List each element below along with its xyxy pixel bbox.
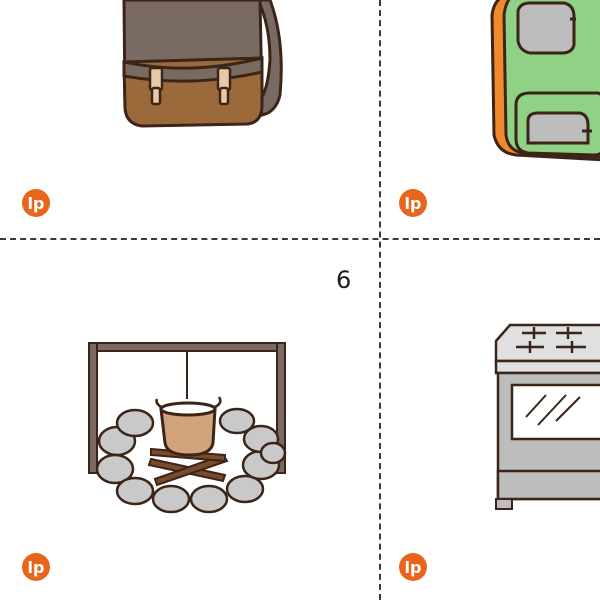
horizontal-cut-line — [0, 238, 600, 240]
svg-text:lp: lp — [28, 558, 45, 577]
svg-text:lp: lp — [28, 194, 45, 213]
page-number: 6 — [336, 266, 352, 294]
card-green-backpack: lp — [381, 0, 600, 237]
svg-text:lp: lp — [405, 558, 422, 577]
card-brown-backpack: lp — [0, 0, 378, 237]
vertical-cut-line — [379, 0, 381, 600]
card-stove: lp — [381, 241, 600, 600]
lp-logo-icon: lp — [22, 189, 50, 217]
stove-icon — [494, 323, 600, 510]
campfire-icon — [88, 342, 287, 514]
card-campfire: lp — [0, 241, 378, 600]
green-backpack-icon — [490, 0, 600, 162]
brown-backpack-icon — [122, 0, 283, 128]
lp-logo-icon: lp — [399, 553, 427, 581]
svg-text:lp: lp — [405, 194, 422, 213]
lp-logo-icon: lp — [399, 189, 427, 217]
lp-logo-icon: lp — [22, 553, 50, 581]
